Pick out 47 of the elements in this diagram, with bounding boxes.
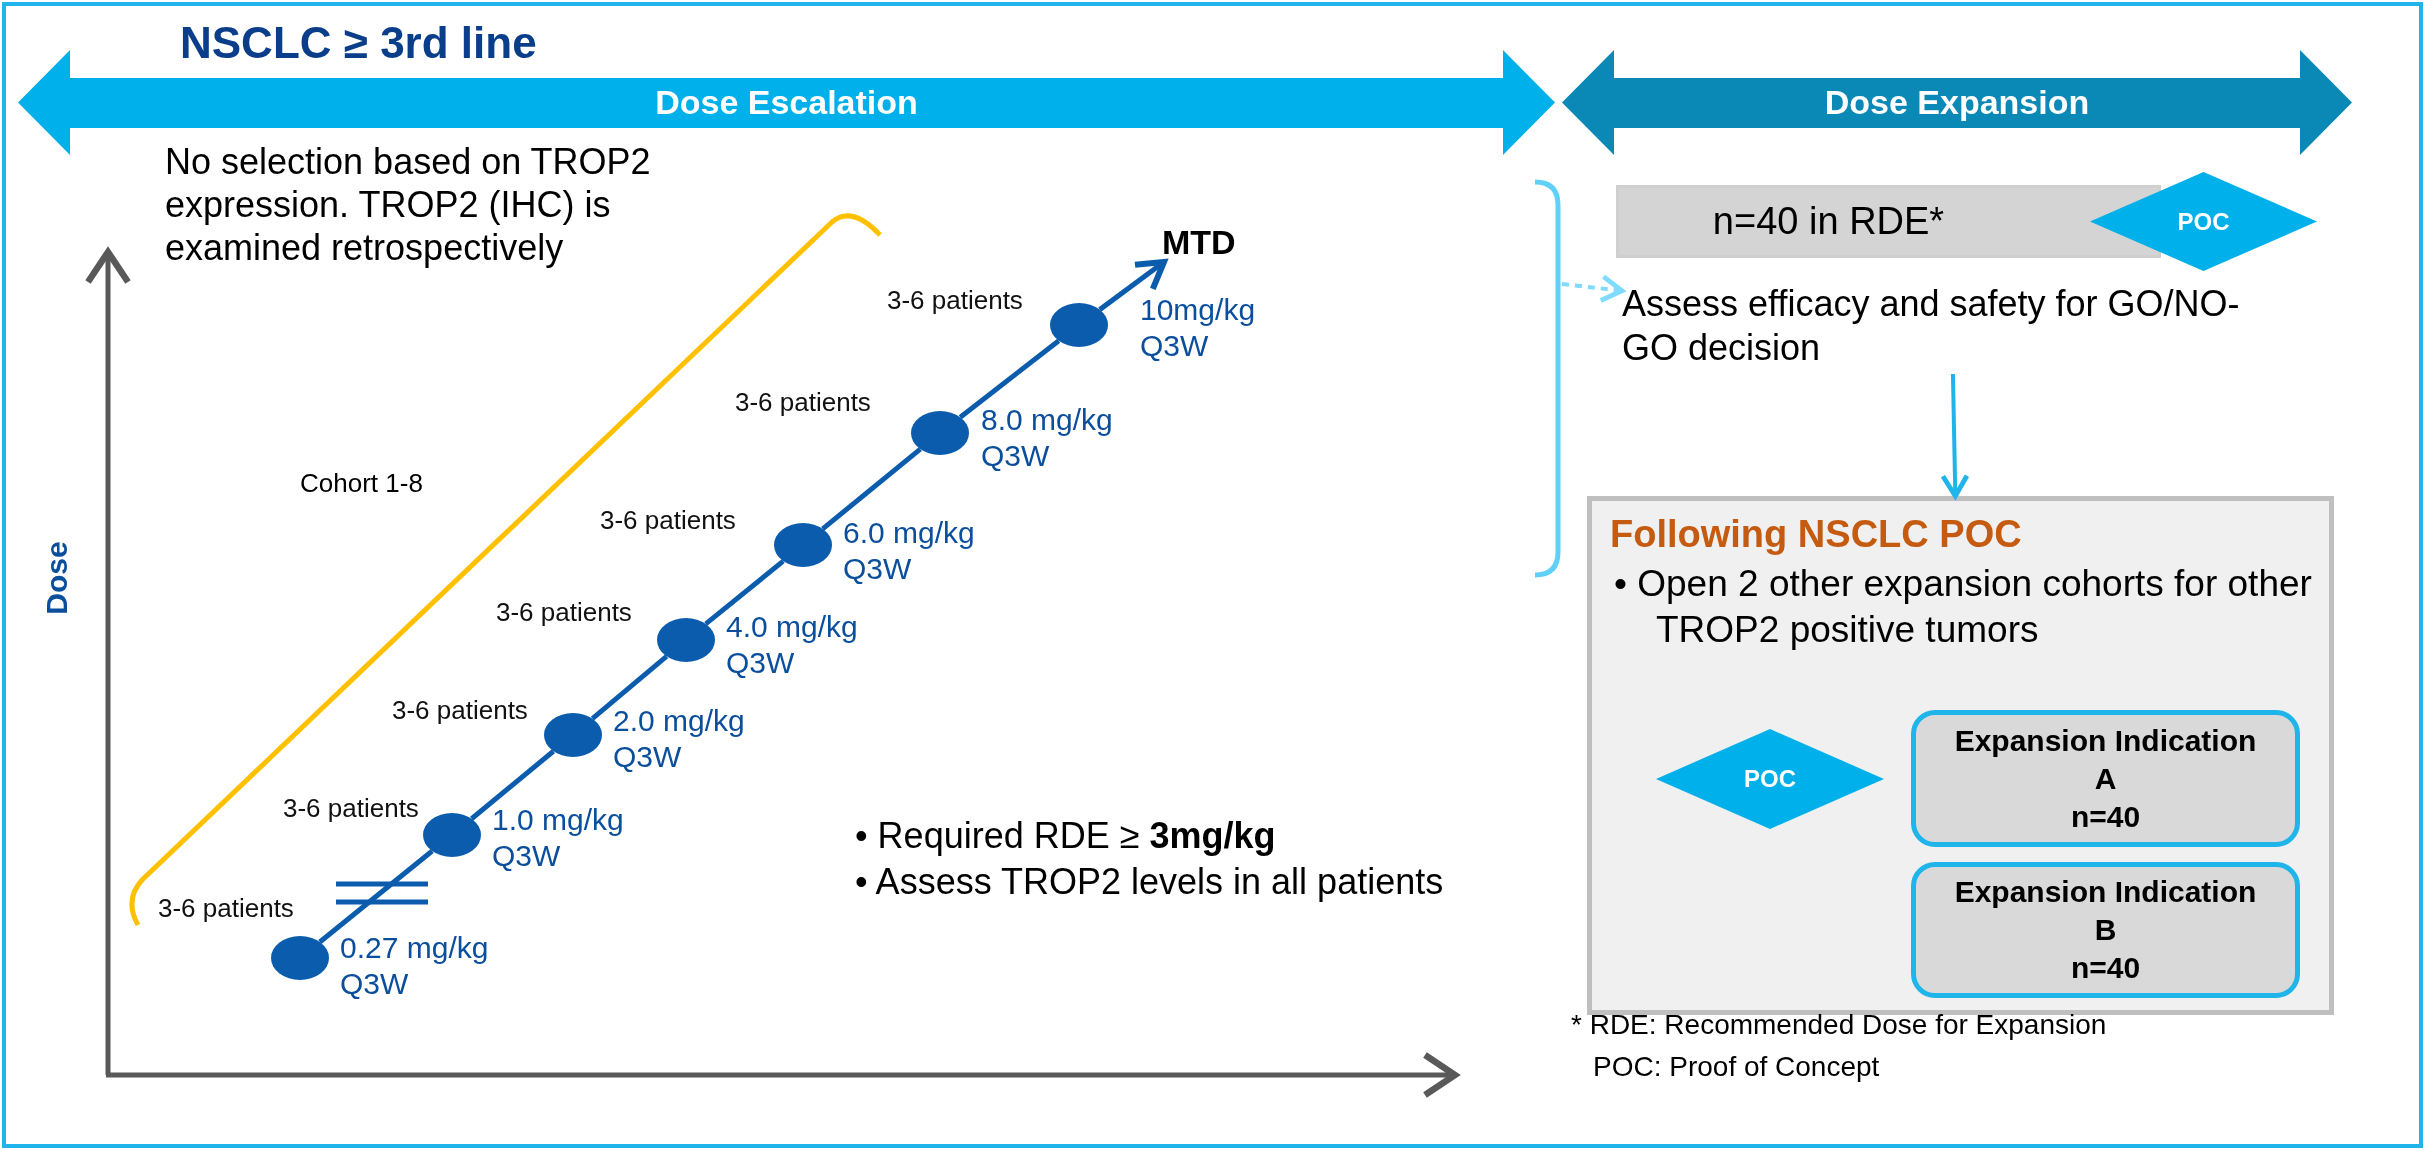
dose-line — [318, 849, 434, 944]
patient-count-label: 3-6 patients — [887, 285, 1023, 316]
cohort-box: Expansion Indication B n=40 — [1911, 862, 2300, 998]
dose-label: 6.0 mg/kg Q3W — [843, 515, 976, 587]
phase-band: Dose Expansion — [1562, 50, 2352, 155]
dose-dot — [774, 523, 832, 567]
dose-line — [704, 559, 785, 626]
cohort-label: Cohort 1-8 — [300, 468, 423, 500]
dose-line — [958, 338, 1061, 420]
dose-label: 10mg/kg Q3W — [1140, 292, 1257, 364]
bullet-text: • Assess TROP2 levels in all patients — [855, 861, 1445, 903]
axis-label: Dose — [38, 541, 74, 615]
patient-count-label: 3-6 patients — [158, 893, 294, 924]
patient-count-label: 3-6 patients — [283, 793, 419, 824]
assessment-text: Assess efficacy and safety for GO/NO-GO decision — [1622, 282, 2282, 374]
dose-label: 8.0 mg/kg Q3W — [981, 402, 1114, 474]
dose-label: 4.0 mg/kg Q3W — [726, 609, 859, 681]
dose-label: 1.0 mg/kg Q3W — [492, 802, 625, 874]
dose-dot — [271, 936, 329, 980]
dose-label: 0.27 mg/kg Q3W — [340, 930, 490, 1002]
cohort-box: Expansion Indication A n=40 — [1911, 710, 2300, 847]
bullet-text: • Required RDE ≥ 3mg/kg — [855, 815, 1277, 857]
patient-count-label: 3-6 patients — [392, 695, 528, 726]
dose-line — [821, 447, 922, 531]
panel-heading: Following NSCLC POC — [1610, 513, 2022, 556]
dose-dot — [544, 713, 602, 757]
dose-dot — [657, 618, 715, 662]
dose-dot — [1050, 303, 1108, 347]
decision-diamond: POC — [1656, 729, 1884, 829]
dose-line — [590, 654, 669, 721]
dose-dot — [911, 411, 969, 455]
mtd-label: MTD — [1140, 216, 1250, 262]
arrow — [1561, 274, 1625, 303]
patient-count-label: 3-6 patients — [735, 387, 871, 418]
dose-line — [1098, 259, 1167, 312]
footnote-text: * RDE: Recommended Dose for Expansion — [1571, 1008, 2107, 1042]
patient-count-label: 3-6 patients — [496, 597, 632, 628]
dose-line — [470, 749, 555, 821]
cohort-bar: n=40 in RDE* — [1616, 185, 2161, 258]
decision-diamond: POC — [2090, 172, 2317, 271]
dose-label: 2.0 mg/kg Q3W — [613, 703, 746, 775]
dose-dot — [423, 813, 481, 857]
arrow — [1940, 373, 1970, 499]
expansion-panel — [1587, 496, 2334, 1015]
bullet-text: • Open 2 other expansion cohorts for other TROP2 positive tumors — [1614, 562, 2313, 652]
footnote-text: POC: Proof of Concept — [1593, 1050, 1880, 1084]
patient-count-label: 3-6 patients — [600, 505, 736, 536]
